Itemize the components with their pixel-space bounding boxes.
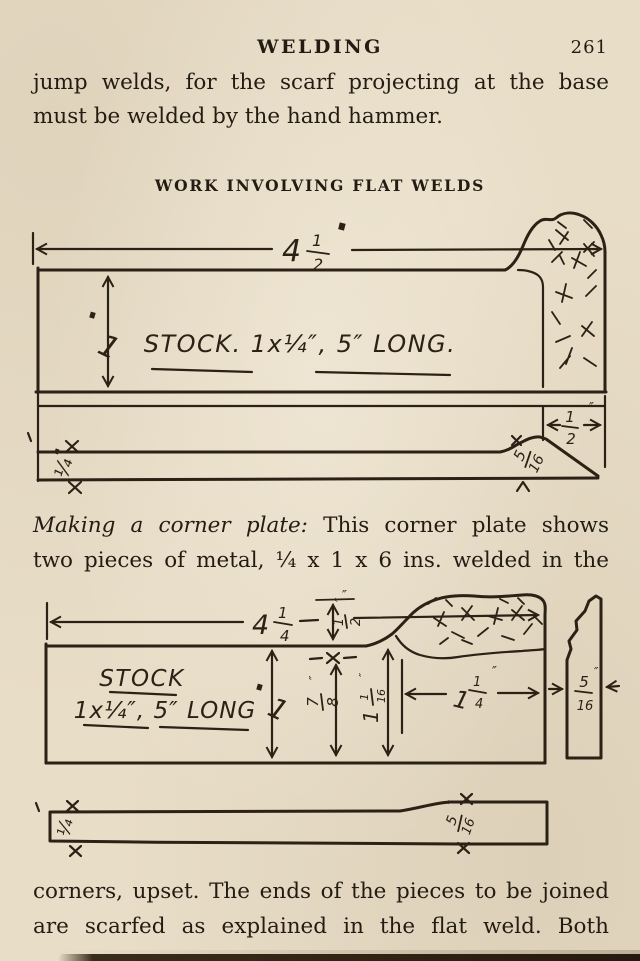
figure2-edge-thickness-num: 5: [579, 673, 589, 691]
figure2-height-label: 1: [263, 691, 293, 728]
page-bottom-edge: [58, 954, 640, 961]
figure1-edge-thickness-label: ¼: [49, 455, 77, 481]
page-bottom-shadow: [0, 950, 640, 955]
paragraph2-line1: Making a corner plate: This corner plate…: [33, 513, 609, 538]
figure1-plan-view: 4 1 2 1: [31, 211, 608, 394]
figure2-edge-thickness-den: 16: [577, 699, 594, 714]
figure2-strip-right-den: 16: [459, 816, 479, 837]
figure2-weld-depth-unit: ″: [307, 675, 321, 680]
figure2-scarf-depth-unit: ″: [357, 672, 370, 677]
figure2-edge-thickness-dimension: 5 16 ″: [547, 665, 621, 714]
figure1-scarf-rise-dimension: 5 16: [510, 434, 548, 493]
paragraph2-lead: Making a corner plate:: [33, 513, 308, 538]
figure2-width-unit: ″: [342, 589, 347, 604]
figure2-hump-rise-dimension: 1 2 ″: [308, 597, 364, 665]
page-number: 261: [570, 37, 608, 58]
figure1-width-whole: 4: [282, 234, 301, 269]
figure1-width-dimension: 4 1 2: [31, 222, 604, 274]
section-heading: WORK INVOLVING FLAT WELDS: [154, 176, 486, 195]
inch-mark: [89, 311, 96, 319]
figure2-scarf-depth-den: 16: [375, 689, 388, 703]
figure1-width-frac-den: 2: [313, 255, 323, 274]
figure2-scarf-hatching: [427, 597, 543, 645]
figure2-hump-rise-den: 2: [349, 618, 364, 626]
paragraph1-line1: jump welds, for the scarf projecting at …: [33, 70, 609, 95]
figure2-scarf-length-den: 4: [475, 697, 483, 712]
paragraph2-rest: This corner plate shows: [323, 513, 609, 538]
figure2-edge-thickness-unit: ″: [594, 665, 599, 679]
inch-mark: [256, 683, 263, 691]
inch-mark: [54, 448, 60, 455]
figure2-height-dimension: 1: [256, 648, 293, 760]
figure2-scarf-depth-num: 1: [358, 694, 371, 701]
figure1-edge-thickness-dimension: ¼: [26, 431, 83, 495]
figure2-edge-view: 5 16 ″: [547, 594, 621, 760]
figure2-stock-line2: 1x¼″, 5″ LONG: [74, 698, 257, 724]
figure2-strip-right-unit: ″: [445, 798, 459, 807]
figure1-scarf-length-den: 2: [566, 430, 576, 448]
figure1-scarf-length-num: 1: [565, 408, 575, 426]
figure2-weld-depth-num: 7: [304, 697, 322, 707]
figure2-strip-left-thickness: ¼: [34, 799, 83, 858]
figure2-stock-note: STOCK 1x¼″, 5″ LONG: [74, 666, 257, 732]
figure2-weld-depth-dimension: 7 8 ″: [304, 662, 343, 758]
figure2-scarf-length-dimension: 1 1 4 ″: [400, 658, 541, 735]
page-title: WELDING: [257, 36, 383, 58]
figure1-scarf-length-unit: ″: [589, 401, 594, 416]
figure2-width-whole: 4: [252, 610, 269, 641]
figure2-scarf-depth-dimension: 1 1 16 ″: [357, 647, 395, 758]
figure2-side-view: ¼ 5 16 ″: [34, 792, 549, 858]
figure2-weld-depth-den: 8: [324, 697, 342, 707]
figure2-scarf-depth-whole: 1: [359, 710, 383, 723]
figure2-stock-line1: STOCK: [99, 666, 185, 692]
inch-mark: [338, 222, 346, 231]
paragraph3-line2: are scarfed as explained in the flat wel…: [33, 914, 609, 939]
figure1-height-label: 1: [92, 328, 125, 368]
figure1-scarf-hatching: [548, 219, 597, 369]
paragraph3-line1: corners, upset. The ends of the pieces t…: [33, 879, 609, 904]
figure1-stock-label: STOCK. 1x¼″, 5″ LONG.: [144, 330, 457, 358]
figure1-scarf-rise-den: 16: [526, 452, 548, 475]
figure2-scarf-length-num: 1: [473, 675, 481, 690]
paragraph1-line2: must be welded by the hand hammer.: [33, 104, 443, 129]
figure2-hump-rise-unit: ″: [333, 597, 347, 602]
figure2-width-dimension: 4 1 4 ″: [45, 589, 541, 645]
figure1-stock-note: STOCK. 1x¼″, 5″ LONG.: [144, 330, 457, 377]
figure2-width-frac-den: 4: [280, 627, 290, 645]
figure2-piece-outline: [44, 593, 547, 765]
paragraph2-line2: two pieces of metal, ¼ x 1 x 6 ins. weld…: [33, 548, 609, 573]
figure1-width-frac-num: 1: [312, 231, 322, 250]
figure2-scarf-length-unit: ″: [492, 665, 497, 680]
figure2-scarf-length-whole: 1: [451, 685, 473, 716]
figure2-width-frac-num: 1: [278, 604, 288, 622]
figure2-strip-left-label: ¼: [54, 817, 78, 839]
figure1-piece-outline: [34, 211, 608, 394]
figure2-hump-rise-num: 1: [332, 618, 347, 626]
figure1-height-dimension: 1: [89, 274, 125, 389]
figure2-plan-view: 4 1 4 ″ STOCK: [44, 589, 547, 765]
figure1-side-view: ¼ 5 16 1 2 ″: [26, 390, 607, 495]
figure1-scarf-length-dimension: 1 2 ″: [541, 394, 607, 469]
